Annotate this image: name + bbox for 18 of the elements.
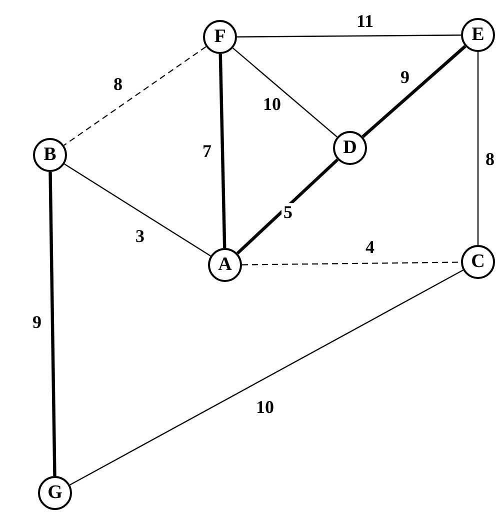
graph-node: F (203, 20, 237, 54)
graph-node: D (333, 131, 367, 165)
graph-edge (232, 48, 338, 138)
graph-edge (477, 52, 479, 245)
graph-edge (64, 164, 211, 256)
graph-node: C (461, 245, 495, 279)
graph-edge (362, 45, 466, 138)
graph-node: A (208, 248, 242, 282)
graph-edge (70, 270, 464, 486)
graph-edge (218, 54, 226, 248)
graph-node: E (461, 18, 495, 52)
graph-node: G (38, 476, 72, 510)
graph-edge (48, 172, 56, 476)
graph-node: B (33, 138, 67, 172)
graph-edge (236, 158, 339, 255)
graph-edge (64, 46, 206, 146)
graph-edge (242, 262, 461, 266)
graph-edge (237, 34, 461, 38)
